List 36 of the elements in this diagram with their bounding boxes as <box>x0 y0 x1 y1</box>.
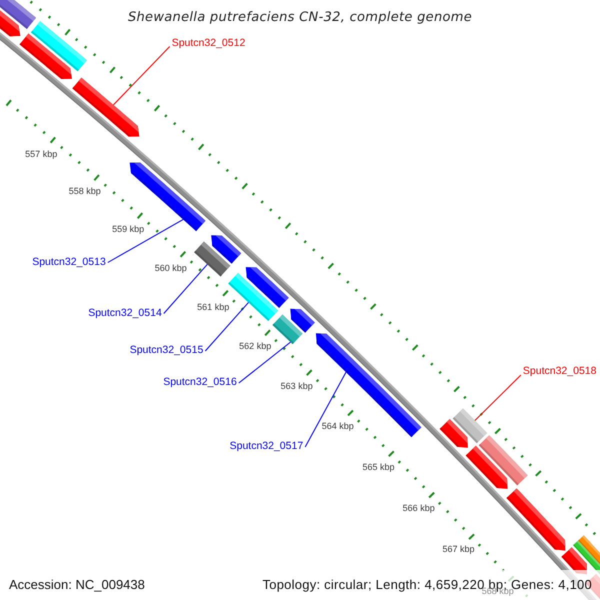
gene-bar <box>0 0 36 29</box>
gene-feature <box>316 333 422 438</box>
gene-feature <box>290 308 315 333</box>
leader-line <box>163 264 208 314</box>
gene-label: Sputcn32_0516 <box>163 376 237 388</box>
gene-bar <box>452 408 488 444</box>
leader-line <box>238 342 291 384</box>
tick-label: 558 kbp <box>68 186 101 196</box>
tick-label: 557 kbp <box>25 148 58 159</box>
tick-label: 560 kbp <box>154 262 187 273</box>
gene-label: Sputcn32_0514 <box>88 306 162 318</box>
gene-label: Sputcn32_0512 <box>172 36 246 48</box>
tick-label: 561 kbp <box>197 302 230 312</box>
tick-label: 565 kbp <box>362 462 395 472</box>
gene-feature <box>246 267 289 308</box>
gene-feature <box>211 235 242 264</box>
tick-label: 559 kbp <box>112 224 144 234</box>
tick-label: 563 kbp <box>280 380 313 391</box>
gene-label: Sputcn32_0513 <box>32 256 106 268</box>
tick-label: 562 kbp <box>239 340 272 351</box>
gene-bar <box>478 435 528 486</box>
gene-feature <box>72 78 140 137</box>
tick-label: 564 kbp <box>322 420 354 431</box>
leader-line <box>112 46 170 106</box>
leader-line <box>304 372 347 448</box>
leader-line <box>204 302 249 352</box>
tick-label: 566 kbp <box>402 502 435 513</box>
gene-label: Sputcn32_0517 <box>230 440 304 452</box>
leader-line <box>474 374 522 421</box>
title: Shewanella putrefaciens CN-32, complete genome <box>128 10 472 26</box>
gene-bar <box>30 21 87 72</box>
gene-label: Sputcn32_0515 <box>130 344 204 356</box>
leader-line <box>107 218 184 263</box>
tick-label: 567 kbp <box>442 544 475 554</box>
gene-feature <box>506 488 566 551</box>
gene-label: Sputcn32_0518 <box>522 365 596 377</box>
